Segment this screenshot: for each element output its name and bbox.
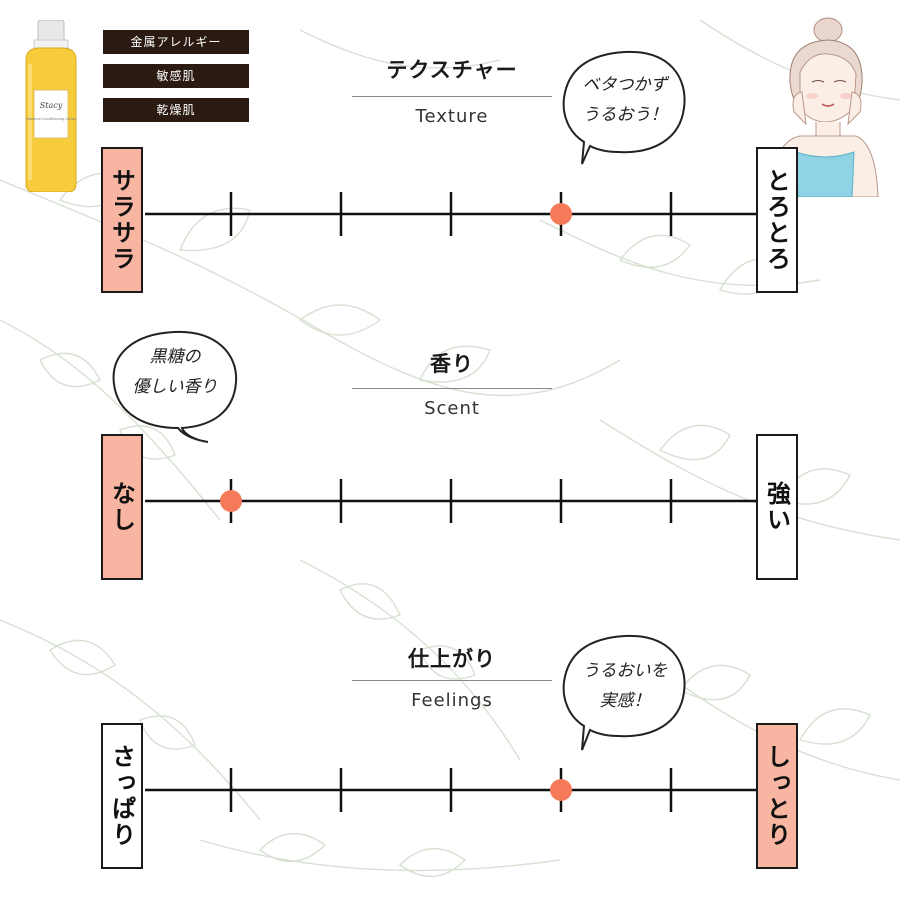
bubble-line: 実感！ — [599, 691, 651, 711]
speech-bubble-feelings-text: うるおいを 実感！ — [566, 656, 684, 716]
title-divider — [352, 680, 552, 681]
scale-right-label-texture: とろとろ — [756, 147, 798, 293]
speech-bubble-scent — [112, 330, 238, 443]
bubble-line: 優しい香り — [132, 377, 218, 397]
scale-texture — [145, 192, 756, 236]
scale-left-label-feelings: さっぱり — [101, 723, 143, 869]
title-divider — [352, 96, 552, 97]
bubble-line: うるおいを — [582, 661, 668, 681]
scale-right-label-feelings: しっとり — [756, 723, 798, 869]
speech-bubble-feelings — [562, 634, 686, 751]
product-bottle-image: Stacy Moisture Conditioning Lotion — [25, 20, 77, 192]
bubble-line: うるおう！ — [582, 105, 668, 125]
speech-bubble-texture — [562, 50, 686, 165]
speech-bubble-texture-text: ベタつかず うるおう！ — [566, 70, 684, 130]
section-title-texture: テクスチャー — [386, 58, 518, 82]
scale-feelings — [145, 768, 756, 812]
scale-left-label-texture: サラサラ — [101, 147, 143, 293]
scale-marker — [550, 203, 572, 225]
scale-scent — [145, 479, 756, 523]
bubble-line: 黒糖の — [149, 347, 201, 367]
scale-left-label-scent: なし — [101, 434, 143, 580]
section-subtitle-feelings: Feelings — [411, 690, 493, 711]
bottle-label: Stacy — [40, 101, 63, 110]
speech-bubble-scent-text: 黒糖の 優しい香り — [112, 342, 238, 402]
scale-right-label-scent: 強い — [756, 434, 798, 580]
section-title-feelings: 仕上がり — [408, 647, 496, 671]
section-subtitle-texture: Texture — [415, 106, 489, 127]
scale-marker — [220, 490, 242, 512]
title-divider — [352, 388, 552, 389]
section-title-scent: 香り — [430, 352, 474, 376]
tag-sensitive-skin: 敏感肌 — [103, 64, 249, 88]
bubble-line: ベタつかず — [582, 75, 668, 95]
tag-metal-allergy: 金属アレルギー — [103, 30, 249, 54]
section-subtitle-scent: Scent — [424, 398, 480, 419]
bottle-sublabel: Moisture Conditioning Lotion — [26, 117, 76, 121]
tag-dry-skin: 乾燥肌 — [103, 98, 249, 122]
scale-marker — [550, 779, 572, 801]
